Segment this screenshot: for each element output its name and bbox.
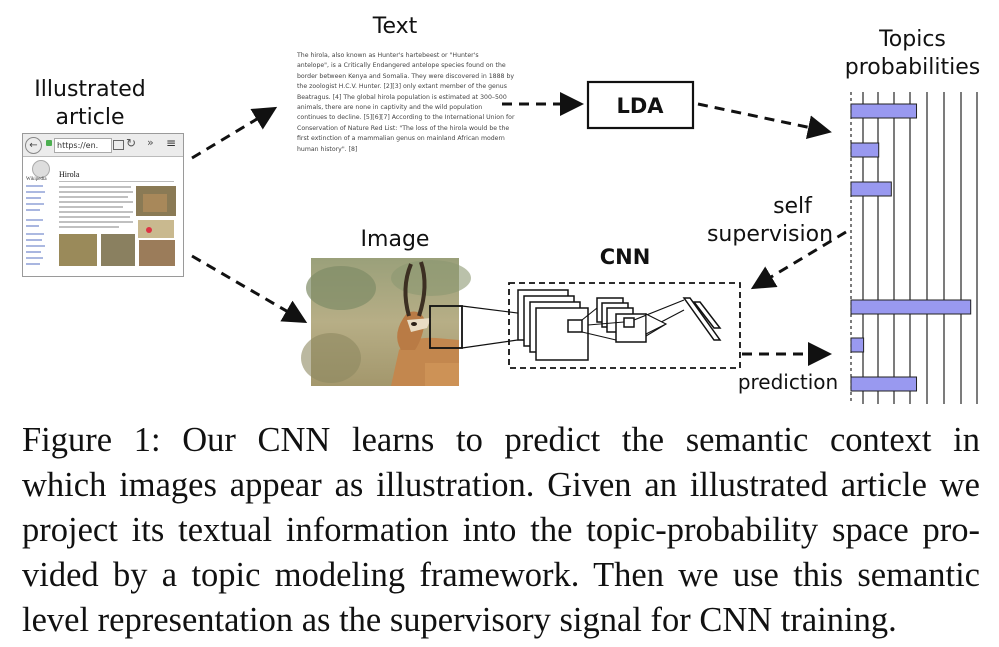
arrow-article-to-image <box>191 254 308 324</box>
page-title-rule <box>59 181 174 182</box>
text-snippet-line: Beatragus. [4] The global hirola populat… <box>297 93 507 101</box>
antelope-image <box>301 258 471 386</box>
caption-line: project its textual information into the… <box>22 511 980 549</box>
text-snippet-line: border between Kenya and Somalia. They w… <box>297 72 515 80</box>
text-label: Text <box>372 14 418 39</box>
prediction-topic-bar <box>850 299 972 315</box>
topics-chart <box>850 92 978 404</box>
topics-probabilities-label: Topics probabilities <box>830 26 995 82</box>
image-crop-box <box>429 305 463 349</box>
topics-probabilities-label-line-2: probabilities <box>844 55 981 80</box>
image-label: Image <box>360 227 430 252</box>
text-snippet-line: The hirola, also known as Hunter's harte… <box>297 52 479 59</box>
supervision-topic-bar <box>850 103 918 119</box>
prediction-topic-bar <box>850 376 918 392</box>
article-thumbnail: ← https://en. ↻ » ≡ Wikipedia Hirola <box>22 133 184 277</box>
illustrated-article-label-line-2: article <box>55 105 125 130</box>
text-snippet-line: continues to decline. [5][6][7] Accordin… <box>297 114 515 122</box>
cnn-box <box>508 282 741 369</box>
article-body-lines <box>26 185 176 266</box>
illustrated-article-label-line-1: Illustrated <box>34 77 146 102</box>
lock-icon <box>46 140 52 146</box>
wikipedia-globe-icon <box>32 160 50 178</box>
text-snippet-line: human history". [8] <box>297 145 358 153</box>
self-supervision-label-line-2: supervision <box>706 222 834 247</box>
cnn-label: CNN <box>599 245 651 269</box>
supervision-topic-bar <box>850 181 892 197</box>
lda-box <box>586 80 695 130</box>
illustrated-article-label: Illustrated article <box>20 76 160 132</box>
text-snippet-line: Conservation of Nature Red List: "The lo… <box>297 124 510 132</box>
caption-line: level representation as the supervisory … <box>22 601 897 639</box>
arrow-article-to-text <box>191 106 278 160</box>
caption-line: which images appear as illustration. Giv… <box>22 466 980 504</box>
text-snippet-line: animals, there are none in captivity and… <box>297 104 483 112</box>
back-icon: ← <box>25 137 42 154</box>
reader-icon <box>113 140 124 150</box>
arrow-lda-to-topics <box>697 102 832 140</box>
site-name: Wikipedia <box>26 177 47 182</box>
arrow-self-supervision <box>750 230 847 290</box>
topics-probabilities-label-line-1: Topics <box>879 27 946 52</box>
text-snippet-line: the zoologist H.C.V. Hunter. [2][3] only… <box>297 83 507 91</box>
text-snippet: The hirola, also known as Hunter's harte… <box>297 51 515 155</box>
self-supervision-label: self supervision <box>700 193 840 249</box>
cnn-layers <box>517 289 722 361</box>
supervision-topic-bar <box>850 142 880 158</box>
menu-icon: ≡ <box>166 136 177 150</box>
text-snippet-line: first extinction of a mammalian genus on… <box>297 135 505 143</box>
text-snippet-line: antelope", is a Critically Endangered an… <box>297 62 506 70</box>
figure-caption: Figure 1: Our CNN learns to predict the … <box>22 418 980 643</box>
url-bar: https://en. <box>54 138 112 153</box>
prediction-label: prediction <box>737 370 839 394</box>
prediction-topic-bar <box>850 337 865 353</box>
caption-line: Figure 1: Our CNN learns to predict the … <box>22 421 980 459</box>
caption-line: vided by a topic modeling framework. The… <box>22 556 980 594</box>
reload-icon: ↻ <box>126 136 137 150</box>
more-icon: » <box>147 136 154 149</box>
lda-label: LDA <box>616 94 664 118</box>
page-title: Hirola <box>59 170 80 179</box>
antelope-illustration <box>301 258 471 386</box>
figure-1: Illustrated article Text Image Topics pr… <box>20 14 995 404</box>
self-supervision-label-line-1: self <box>773 194 812 219</box>
text-snippet-lines: The hirola, also known as Hunter's harte… <box>297 51 515 155</box>
diagram: LDA <box>191 80 978 404</box>
